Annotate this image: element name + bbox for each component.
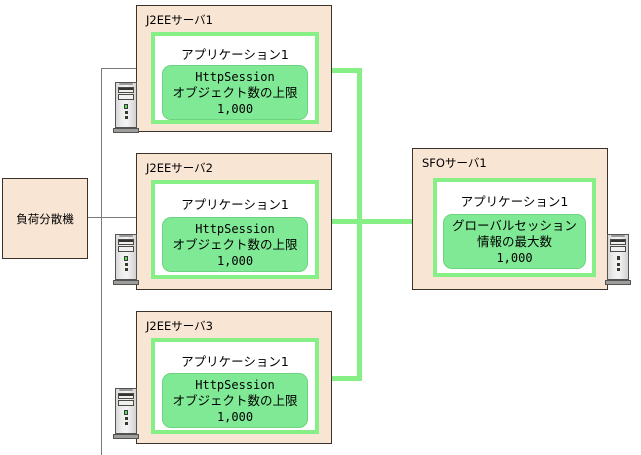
tower-base bbox=[113, 128, 139, 133]
tower-indicator-1 bbox=[617, 263, 620, 266]
tower-indicator-1 bbox=[125, 417, 128, 420]
sfo-server-title: SFOサーバ1 bbox=[422, 156, 487, 170]
j2ee-server-1-application-box[interactable]: アプリケーション1 HttpSession オブジェクト数の上限 1,000 bbox=[151, 32, 319, 124]
tower-drive-bay-2 bbox=[118, 94, 134, 100]
lb-trunk-vertical bbox=[101, 68, 102, 455]
j2ee-server-2-session-type: HttpSession bbox=[195, 221, 275, 236]
j2ee-server-2-session-limit-value: 1,000 bbox=[216, 253, 254, 268]
j2ee-server-2-tower-server-icon bbox=[113, 232, 139, 286]
tower-indicator-2 bbox=[617, 268, 620, 271]
tower-drive-bay-2 bbox=[610, 246, 626, 252]
j2ee-server-1-session-limit-box[interactable]: HttpSession オブジェクト数の上限 1,000 bbox=[162, 65, 308, 120]
sfo-server-global-session-label-1: グローバルセッション bbox=[452, 217, 577, 233]
sfo-server-application-title: アプリケーション1 bbox=[460, 194, 569, 209]
j2ee-server-3-session-type: HttpSession bbox=[195, 377, 275, 392]
j2ee-server-3-tower-server-icon bbox=[113, 386, 139, 440]
j2ee-server-3-title: J2EEサーバ3 bbox=[146, 319, 213, 333]
j2ee-server-1-session-limit-value: 1,000 bbox=[216, 101, 254, 116]
j2ee-server-2-box[interactable]: J2EEサーバ2 アプリケーション1 HttpSession オブジェクト数の上… bbox=[136, 153, 332, 290]
j2ee-server-2-application-box[interactable]: アプリケーション1 HttpSession オブジェクト数の上限 1,000 bbox=[151, 180, 319, 279]
tower-base bbox=[605, 280, 631, 285]
tower-power-led bbox=[124, 256, 128, 261]
green-link-server1 bbox=[330, 68, 362, 73]
j2ee-server-1-box[interactable]: J2EEサーバ1 アプリケーション1 HttpSession オブジェクト数の上… bbox=[136, 5, 332, 132]
j2ee-server-3-session-limit-value: 1,000 bbox=[216, 409, 254, 424]
green-link-server2 bbox=[330, 219, 362, 224]
tower-cap bbox=[119, 235, 133, 237]
tower-drive-bay-1 bbox=[118, 87, 134, 93]
tower-drive-bay-2 bbox=[118, 400, 134, 406]
j2ee-server-1-session-type: HttpSession bbox=[195, 69, 275, 84]
lb-branch-server1 bbox=[101, 68, 144, 69]
tower-indicator-1 bbox=[125, 263, 128, 266]
sfo-server-tower-server-icon bbox=[605, 232, 631, 286]
tower-cap bbox=[119, 83, 133, 85]
j2ee-server-2-session-limit-label: オブジェクト数の上限 bbox=[172, 236, 298, 252]
j2ee-server-1-title: J2EEサーバ1 bbox=[146, 13, 213, 27]
load-balancer-label: 負荷分散機 bbox=[16, 211, 74, 226]
green-bus-vertical bbox=[357, 68, 362, 381]
sfo-server-global-session-box[interactable]: グローバルセッション 情報の最大数 1,000 bbox=[443, 214, 586, 269]
load-balancer-box[interactable]: 負荷分散機 bbox=[2, 178, 88, 259]
tower-power-led bbox=[124, 410, 128, 415]
j2ee-server-3-session-limit-label: オブジェクト数の上限 bbox=[172, 392, 298, 408]
tower-drive-bay-1 bbox=[118, 393, 134, 399]
tower-drive-bay-1 bbox=[118, 239, 134, 245]
lb-trunk-horizontal bbox=[88, 217, 144, 218]
tower-power-led bbox=[124, 104, 128, 109]
tower-drive-bay-2 bbox=[118, 246, 134, 252]
j2ee-server-3-application-title: アプリケーション1 bbox=[181, 354, 289, 369]
green-link-sfo bbox=[357, 219, 427, 224]
j2ee-server-1-tower-server-icon bbox=[113, 80, 139, 134]
green-link-server3 bbox=[330, 376, 362, 381]
j2ee-server-3-session-limit-box[interactable]: HttpSession オブジェクト数の上限 1,000 bbox=[162, 373, 308, 428]
tower-indicator-1 bbox=[125, 111, 128, 114]
sfo-server-global-session-label-2: 情報の最大数 bbox=[476, 233, 552, 249]
tower-indicator-0 bbox=[617, 256, 620, 260]
tower-cap bbox=[119, 389, 133, 391]
sfo-server-box[interactable]: SFOサーバ1 アプリケーション1 グローバルセッション 情報の最大数 1,00… bbox=[412, 148, 608, 290]
tower-indicator-2 bbox=[125, 116, 128, 119]
j2ee-server-2-session-limit-box[interactable]: HttpSession オブジェクト数の上限 1,000 bbox=[162, 217, 308, 272]
j2ee-server-1-application-title: アプリケーション1 bbox=[181, 47, 289, 62]
j2ee-server-3-box[interactable]: J2EEサーバ3 アプリケーション1 HttpSession オブジェクト数の上… bbox=[136, 311, 332, 444]
tower-drive-bay-1 bbox=[610, 239, 626, 245]
tower-indicator-2 bbox=[125, 268, 128, 271]
tower-base bbox=[113, 280, 139, 285]
j2ee-server-1-session-limit-label: オブジェクト数の上限 bbox=[172, 84, 298, 100]
j2ee-server-3-application-box[interactable]: アプリケーション1 HttpSession オブジェクト数の上限 1,000 bbox=[151, 338, 319, 434]
tower-base bbox=[113, 434, 139, 439]
j2ee-server-2-application-title: アプリケーション1 bbox=[181, 197, 289, 212]
j2ee-server-2-title: J2EEサーバ2 bbox=[146, 161, 213, 175]
tower-indicator-2 bbox=[125, 422, 128, 425]
tower-cap bbox=[611, 235, 625, 237]
sfo-server-global-session-value: 1,000 bbox=[496, 250, 533, 265]
sfo-server-application-box[interactable]: アプリケーション1 グローバルセッション 情報の最大数 1,000 bbox=[433, 178, 596, 277]
